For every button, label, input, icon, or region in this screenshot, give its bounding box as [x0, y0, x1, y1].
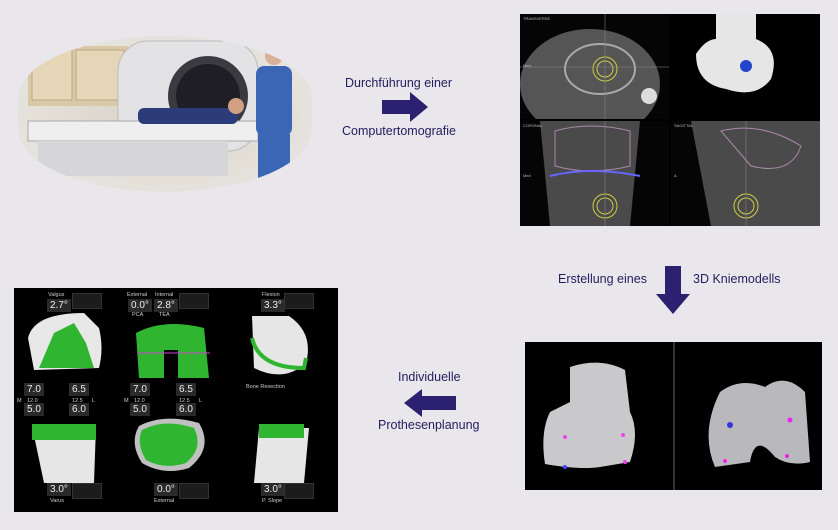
varus-value: 3.0°: [47, 483, 71, 496]
rotation-adjust-control[interactable]: [179, 293, 209, 309]
arrow-right-icon: [382, 92, 428, 122]
tea-label: TEA: [159, 312, 170, 318]
value: 7.0: [24, 383, 44, 396]
sagittal-label: SAGITTAL: [674, 123, 694, 128]
varus-label: Varus: [50, 498, 64, 504]
flexion-adjust-control[interactable]: [284, 293, 314, 309]
value: 12.5: [72, 398, 83, 404]
value: 5.0: [24, 403, 44, 416]
step2-line2: 3D Kniemodells: [693, 272, 781, 286]
arrow-down-icon: [656, 266, 690, 314]
external-value: 0.0°: [128, 299, 152, 312]
external-rotation-label: External: [154, 498, 175, 504]
value: 12.0: [27, 398, 38, 404]
a-label: A: [674, 173, 677, 178]
external-label: External: [127, 292, 148, 298]
value: 6.5: [176, 383, 196, 396]
transverse-label: TRANSVERSE: [523, 16, 551, 21]
label: M: [124, 398, 129, 404]
valgus-value: 2.7°: [47, 299, 71, 312]
flexion-label: Flexion: [262, 292, 280, 298]
step2-line1: Erstellung eines: [558, 272, 647, 286]
step1-line2: Computertomografie: [342, 124, 456, 138]
slope-value: 3.0°: [261, 483, 285, 496]
flexion-value: 3.3°: [261, 299, 285, 312]
label: L: [92, 398, 96, 404]
med-label-2: Med: [523, 173, 531, 178]
valgus-label: Valgus: [48, 292, 65, 298]
value: 6.5: [69, 383, 89, 396]
bone-resection-label: Bone Resection: [246, 384, 285, 390]
external-rotation-value: 0.0°: [154, 483, 178, 496]
slope-label: P. Slope: [262, 498, 283, 504]
slope-adjust-control[interactable]: [284, 483, 314, 499]
ct-transverse-view: TRANSVERSE Med: [520, 14, 669, 119]
step1-line1: Durchführung einer: [345, 76, 453, 90]
internal-label: Internal: [155, 292, 174, 298]
value: 12.0: [134, 398, 145, 404]
step3-line1: Individuelle: [398, 370, 461, 384]
value: 5.0: [130, 403, 150, 416]
arrow-left-icon: [404, 389, 456, 417]
ct-scanner-photo: [18, 36, 312, 192]
coronal-label: CORONAL: [523, 123, 543, 128]
valgus-adjust-control[interactable]: [72, 293, 102, 309]
tibial-rotation-adjust-control[interactable]: [179, 483, 209, 499]
internal-value: 2.8°: [154, 299, 178, 312]
prosthesis-planning-panel: Valgus 2.7° External 0.0° PCA Internal 2…: [14, 288, 338, 512]
pca-label: PCA: [132, 312, 144, 318]
varus-adjust-control[interactable]: [72, 483, 102, 499]
ct-coronal-view: CORONAL Med: [520, 121, 669, 226]
3d-knee-model: [525, 342, 822, 490]
ct-sagittal-view: SAGITTAL A: [671, 121, 820, 226]
value: 7.0: [130, 383, 150, 396]
label: M: [17, 398, 22, 404]
ct-views-panel: TRANSVERSE Med CORONAL Med SAGITTAL A: [520, 14, 820, 226]
step3-line2: Prothesenplanung: [378, 418, 480, 432]
3d-bone-view: [671, 14, 820, 119]
med-label: Med: [523, 63, 531, 68]
value: 6.0: [69, 403, 89, 416]
label: L: [199, 398, 203, 404]
value: 12.5: [179, 398, 190, 404]
value: 6.0: [176, 403, 196, 416]
